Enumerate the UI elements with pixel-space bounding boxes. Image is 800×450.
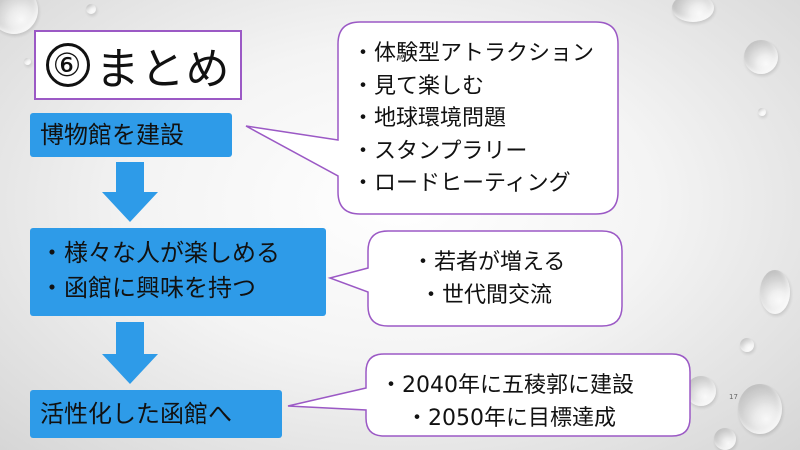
callout-item: ・見て楽しむ <box>352 73 485 99</box>
title-text: まとめ <box>95 44 231 95</box>
callout-item: ・若者が増える <box>412 250 566 275</box>
page-number: 17 <box>729 393 738 401</box>
water-drop <box>738 384 782 434</box>
callout-bubble-1 <box>245 21 619 215</box>
flow-step-2: ・様々な人が楽しめる ・函館に興味を持つ <box>30 228 326 316</box>
page-title: ⑥ まとめ <box>34 30 242 100</box>
flow-step-1: 博物館を建設 <box>30 113 232 157</box>
callout-item: ・2040年に五稜郭に建設 <box>380 373 634 398</box>
water-drop <box>744 40 778 74</box>
callout-2-text: ・若者が増える ・世代間交流 <box>412 247 565 312</box>
callout-item: ・世代間交流 <box>420 282 553 308</box>
water-drop <box>24 58 31 65</box>
callout-item: ・ロードヒーティング <box>352 171 571 197</box>
water-drop <box>714 428 736 450</box>
callout-item: ・スタンプラリー <box>352 138 528 164</box>
flow-step-2-line: ・様々な人が楽しめる <box>40 239 280 267</box>
water-drop <box>740 338 754 352</box>
flow-step-2-line: ・函館に興味を持つ <box>40 273 256 302</box>
flow-step-3-text: 活性化した函館へ <box>40 399 232 428</box>
down-arrow-icon <box>102 162 158 222</box>
callout-item: ・2050年に目標達成 <box>406 406 616 431</box>
callout-bubble-2 <box>327 230 623 327</box>
callout-item: ・地球環境問題 <box>352 106 507 132</box>
water-drop <box>686 376 716 406</box>
water-drop <box>86 4 96 14</box>
circled-number: ⑥ <box>45 43 90 87</box>
flow-step-3: 活性化した函館へ <box>30 390 282 438</box>
flow-step-1-text: 博物館を建設 <box>40 120 184 149</box>
callout-bubble-3 <box>287 353 691 437</box>
water-drop <box>672 0 714 22</box>
callout-1-text: ・体験型アトラクション ・見て楽しむ ・地球環境問題 ・スタンプラリー ・ロード… <box>352 38 594 201</box>
water-drop <box>760 270 790 314</box>
callout-3-text: ・2040年に五稜郭に建設 ・2050年に目標達成 <box>380 369 634 435</box>
callout-item: ・体験型アトラクション <box>352 41 595 66</box>
down-arrow-icon <box>102 322 158 384</box>
water-drop <box>758 108 766 116</box>
